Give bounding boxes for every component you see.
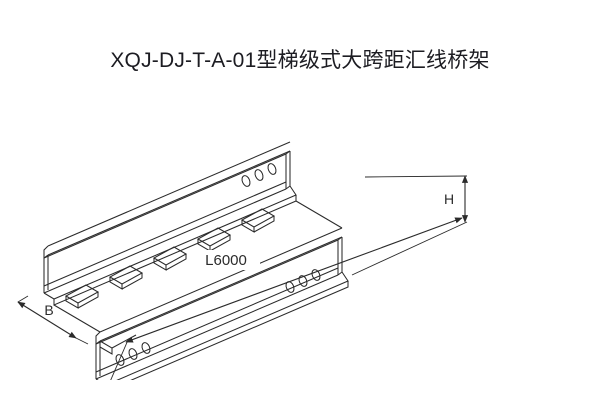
cable-tray-drawing: B H L6000 — [0, 100, 600, 380]
dimension-b-label: B — [44, 302, 53, 318]
left-end-profile — [99, 334, 137, 355]
page-title: XQJ-DJ-T-A-01型梯级式大跨距汇线桥架 — [110, 49, 490, 72]
dimension-b-line — [17, 301, 77, 339]
dimension-l-label: L6000 — [205, 252, 247, 269]
dimension-l-line — [125, 217, 463, 343]
dimension-h-label: H — [444, 191, 454, 207]
cable-tray-svg: B H L6000 — [17, 141, 469, 380]
dimension-l: L6000 — [110, 217, 463, 380]
dimension-b: B — [17, 295, 89, 345]
dimension-h: H — [351, 175, 469, 276]
far-rail-perforation-group — [241, 163, 277, 187]
far-rail — [43, 141, 297, 306]
near-rail-perforation-group-left — [115, 342, 151, 366]
